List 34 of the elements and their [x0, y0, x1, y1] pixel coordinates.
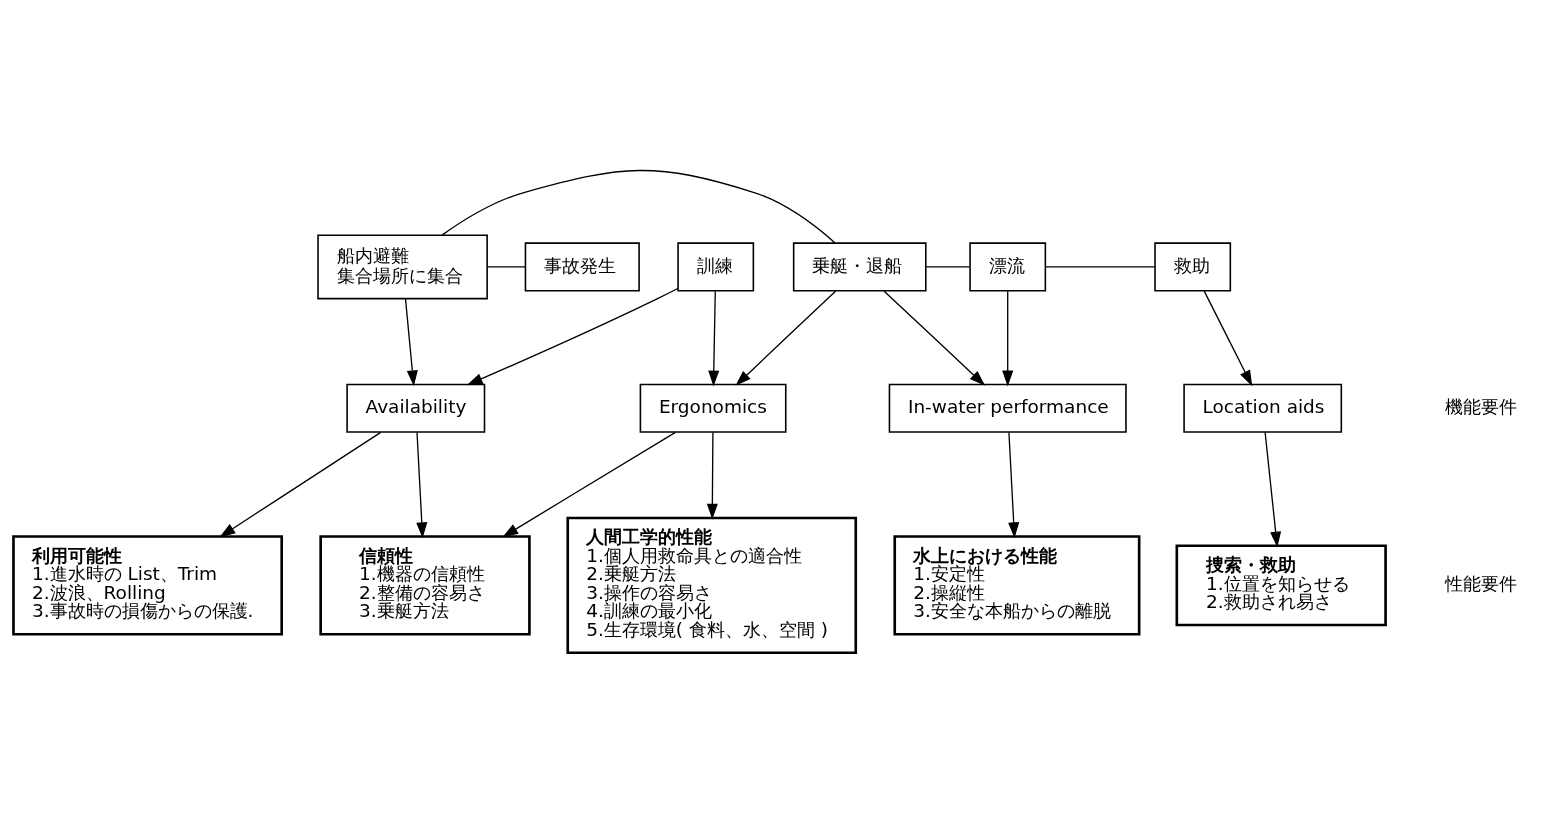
arrow	[502, 431, 677, 537]
node-box: 訓練	[677, 241, 755, 291]
node-box: 乗艇・退船	[792, 241, 927, 291]
connector	[925, 265, 971, 268]
arrow	[1008, 431, 1020, 538]
arrow	[706, 431, 718, 520]
node-box: 船内避難 集合場所に集合	[317, 233, 488, 299]
arrow	[219, 431, 382, 537]
node-box: Availability	[346, 383, 486, 433]
node-box: 利用可能性 1.進水時の List、Trim 2.波浪、Rolling 3.事故時の損傷からの保護.	[12, 534, 283, 636]
node-box: Location aids	[1183, 383, 1343, 433]
node-box: Ergonomics	[639, 383, 787, 433]
arrow	[466, 287, 679, 385]
arrow	[416, 431, 428, 538]
label: 性能要件	[1444, 572, 1517, 594]
node-box: 信頼性 1.機器の信頼性 2.整備の容易さ 3.乗艇方法	[319, 534, 531, 636]
arrow	[1002, 290, 1014, 386]
arrow	[708, 290, 720, 386]
arrow	[404, 297, 418, 386]
node-box: 事故発生	[524, 241, 640, 291]
arrow	[883, 290, 986, 386]
connector	[1045, 265, 1156, 268]
connector	[486, 265, 527, 268]
node-box: 救助	[1154, 241, 1232, 291]
connector	[441, 169, 836, 244]
node-box: 漂流	[969, 241, 1047, 291]
node-box: 捜索・救助 1.位置を知らせる 2.救助され易さ	[1175, 543, 1387, 626]
arrow	[1264, 431, 1282, 548]
node-box: In-water performance	[888, 383, 1127, 433]
node-box: 人間工学的性能 1.個人用救命具との適合性 2.乗艇方法 3.操作の容易さ 4.訓練の最小化 5.生存環境( 食料、水、空間 )	[566, 516, 858, 654]
arrow	[735, 290, 837, 386]
node-box: 水上における性能 1.安定性 2.操縦性 3.安全な本船からの離脱	[893, 534, 1141, 636]
label: 機能要件	[1444, 395, 1517, 417]
arrow	[1203, 290, 1253, 386]
